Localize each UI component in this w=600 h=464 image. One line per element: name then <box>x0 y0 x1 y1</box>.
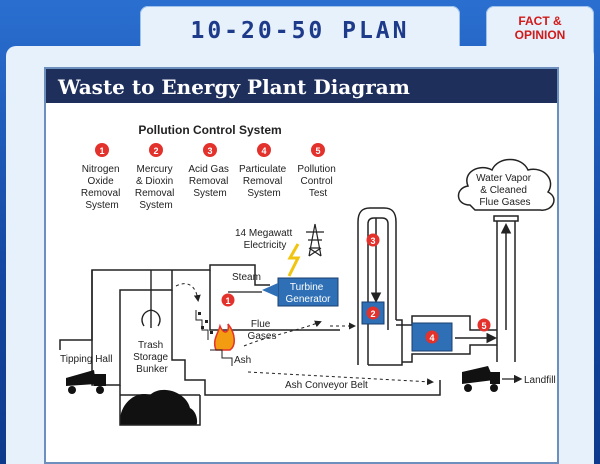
pcs-5-line-2: Control <box>300 176 332 187</box>
flue-gases-line-1: Flue <box>251 319 271 330</box>
bunker-line-1: Trash <box>138 340 163 351</box>
power-tower-icon <box>306 223 324 257</box>
pcs-1-line-4: System <box>85 200 118 211</box>
turbine-generator: Turbine Generator <box>277 277 339 307</box>
trash-particles <box>198 312 213 334</box>
ash-label: Ash <box>234 355 251 366</box>
turbine-line-2: Generator <box>285 294 331 305</box>
svg-text:Water Vapor & Cleaned: Water Vapor & Cleaned Flue Gases <box>476 173 534 208</box>
ash-belt-label: Ash Conveyor Belt <box>285 380 368 391</box>
pcs-4-line-1: Particulate <box>239 164 287 175</box>
electricity-line-1: 14 Megawatt <box>235 228 292 239</box>
pcs-num-3: 3 <box>207 146 212 156</box>
pcs-2-line-2: & Dioxin <box>136 176 173 187</box>
lightning-icon <box>287 243 301 277</box>
pcs-4-line-3: System <box>247 188 280 199</box>
flue-flow-arrows <box>175 283 434 386</box>
marker-4: 4 <box>429 333 434 343</box>
trash-pile <box>119 389 198 425</box>
marker-2-badge <box>366 306 380 320</box>
steam-label: Steam <box>232 272 261 283</box>
svg-text:Trash Storage Bunker: Trash Storage Bunker <box>133 340 171 375</box>
bunker-line-2: Storage <box>133 352 168 363</box>
svg-text:14 Megawatt Electricity: 14 Megawatt Electricity <box>235 228 295 251</box>
marker-1-badge <box>221 293 235 307</box>
flue-duct <box>396 315 497 363</box>
pcs-badge-5 <box>311 143 325 157</box>
svg-text:Flue Gases: Flue Gases <box>248 319 277 342</box>
pcs-2-line-4: System <box>139 200 172 211</box>
plant-building <box>59 264 441 396</box>
pcs-3-line-2: Removal <box>189 176 228 187</box>
pcs-badge-1 <box>95 143 109 157</box>
svg-text:Particulate Removal: Particulate Removal System <box>239 164 289 199</box>
water-vapor-cloud: Water Vapor & Cleaned Flue Gases <box>457 158 555 211</box>
svg-text:Pollution Control: Pollution Control Test <box>297 164 338 199</box>
turbine-line-1: Turbine <box>290 282 324 293</box>
pcs-badge-3 <box>203 143 217 157</box>
water-vapor-line-1: Water Vapor <box>476 173 532 184</box>
tipping-hall-label: Tipping Hall <box>60 354 112 365</box>
bunker-pit <box>119 385 201 426</box>
water-vapor-line-3: Flue Gases <box>479 197 530 208</box>
exhaust-stack <box>493 215 519 362</box>
pcs-1-line-2: Oxide <box>88 176 115 187</box>
landfill-label: Landfill <box>524 375 556 386</box>
diagram-title: Waste to Energy Plant Diagram <box>57 75 410 99</box>
pcs-1-line-3: Removal <box>81 188 120 199</box>
pcs-3-line-1: Acid Gas <box>188 164 229 175</box>
dump-truck-icon <box>462 366 500 392</box>
pcs-badge-2 <box>149 143 163 157</box>
pcs-4-line-2: Removal <box>243 176 282 187</box>
pcs-heading: Pollution Control System <box>138 123 281 137</box>
pcs-item-3: 3 Acid Gas Removal System <box>188 143 231 199</box>
pcs-2-line-1: Mercury <box>137 164 173 175</box>
garbage-truck-icon <box>66 370 106 394</box>
pcs-5-line-1: Pollution <box>297 164 335 175</box>
pcs-num-2: 2 <box>153 146 158 156</box>
crane-claw-icon <box>141 270 161 328</box>
pcs-5-line-3: Test <box>309 188 328 199</box>
pcs-num-1: 1 <box>99 146 104 156</box>
electricity-line-2: Electricity <box>244 240 287 251</box>
turbine-inlet-arrow <box>262 283 278 297</box>
pcs-1-line-1: Nitrogen <box>82 164 120 175</box>
marker-1: 1 <box>225 296 230 306</box>
feed-chute <box>195 310 209 340</box>
svg-text:Nitrogen Oxide Rem: Nitrogen Oxide Removal System <box>81 164 123 211</box>
page-title: 10-20-50 PLAN <box>190 18 410 44</box>
marker-3-badge <box>366 233 380 247</box>
pcs-num-5: 5 <box>315 146 320 156</box>
pcs-badge-4 <box>257 143 271 157</box>
scrubber-tower <box>357 207 403 366</box>
diagram-title-bar <box>46 69 557 103</box>
pcs-2-line-3: Removal <box>135 188 174 199</box>
marker-3: 3 <box>370 236 375 246</box>
fire-icon <box>213 323 235 351</box>
fact-opinion-button[interactable]: FACT & OPINION <box>486 14 594 42</box>
bunker-line-3: Bunker <box>136 364 168 375</box>
fact-opinion-line-2[interactable]: OPINION <box>514 28 566 42</box>
ash-stairs <box>210 349 233 366</box>
pcs-num-4: 4 <box>261 146 266 156</box>
flue-gases-line-2: Gases <box>248 331 277 342</box>
pcs-item-2: 2 Mercury & Dioxin Removal System <box>135 143 177 211</box>
diagram-frame <box>44 67 559 464</box>
pcs-item-4: 4 Particulate Removal System <box>239 143 289 199</box>
marker-4-badge <box>425 330 439 344</box>
pcs-item-1: 1 Nitrogen Oxide Removal System <box>81 143 123 211</box>
svg-text:Acid Gas Removal S: Acid Gas Removal System <box>188 164 231 199</box>
svg-text:Turbine Generator: Turbine Generator <box>285 282 331 305</box>
svg-text:Mercury & Dioxin R: Mercury & Dioxin Removal System <box>135 164 177 211</box>
fact-opinion-line-1[interactable]: FACT & <box>518 14 562 28</box>
pcs-3-line-3: System <box>193 188 226 199</box>
pcs-item-5: 5 Pollution Control Test <box>297 143 338 199</box>
water-vapor-line-2: & Cleaned <box>480 185 527 196</box>
marker-5-badge <box>477 318 491 332</box>
marker-2: 2 <box>370 309 375 319</box>
marker-5: 5 <box>481 321 486 331</box>
